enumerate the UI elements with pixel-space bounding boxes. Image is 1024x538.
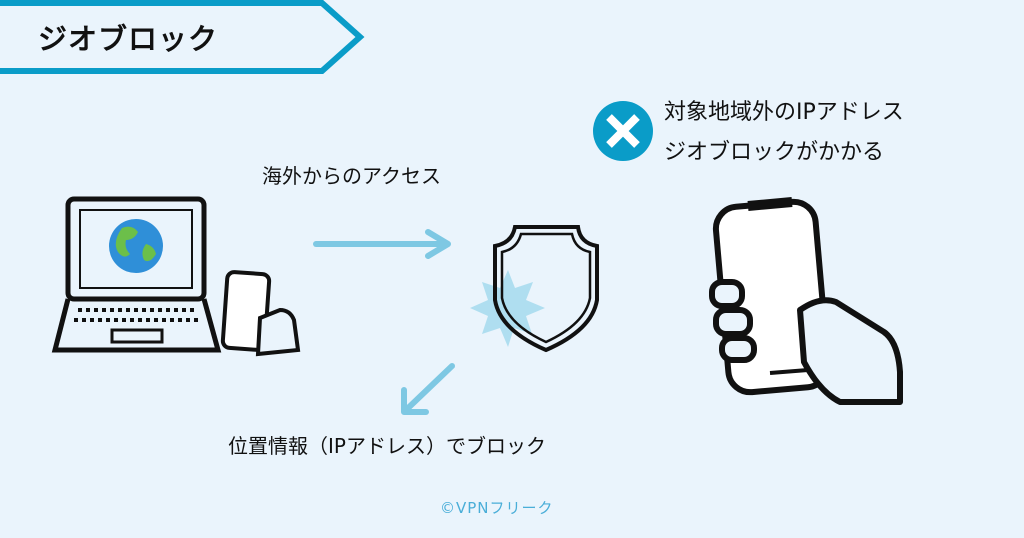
warning-line-2: ジオブロックがかかる [664,140,885,165]
page-title: ジオブロック [38,22,219,56]
shield-icon [493,225,599,353]
small-hand-phone-icon [220,270,301,357]
arrow-down-left-icon [401,363,455,415]
warning-line-1: 対象地域外のIPアドレス [664,100,904,125]
x-circle-icon [593,101,653,161]
credit-text: ©VPNフリーク [440,499,554,517]
burst-icon [470,270,545,347]
hand-phone-icon [709,197,903,405]
block-label: 位置情報（IPアドレス）でブロック [228,434,546,458]
title-banner [0,0,365,74]
globe-icon [109,219,163,273]
laptop-icon [51,196,222,353]
arrow-right-icon [313,229,451,259]
access-label: 海外からのアクセス [262,164,441,188]
